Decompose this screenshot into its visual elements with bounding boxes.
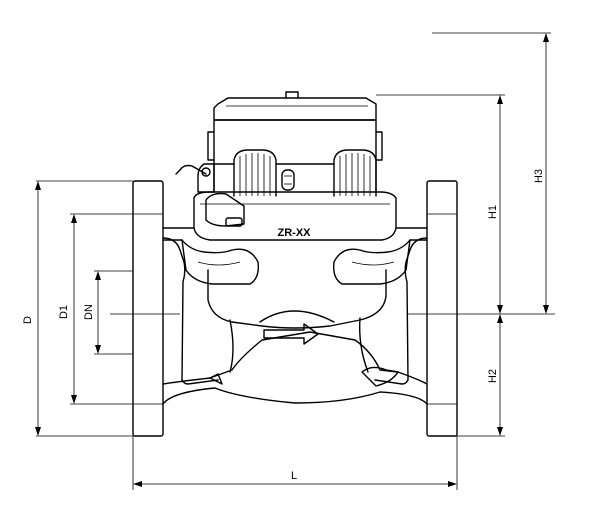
dimension-dn: DN — [83, 270, 133, 355]
dimension-dn-label: DN — [83, 304, 95, 320]
dimension-d1-label: D1 — [58, 305, 70, 319]
left-flange — [132, 180, 164, 437]
dimension-h3: H3 — [432, 32, 551, 314]
dimension-h2: H2 — [457, 314, 505, 437]
right-flange — [426, 180, 458, 437]
model-label: ZR-XX — [278, 227, 312, 239]
dimension-h3-label: H3 — [533, 169, 545, 183]
dimension-l: L — [132, 436, 458, 490]
dimension-d: D — [22, 180, 133, 437]
dimension-d1: D1 — [58, 213, 133, 405]
dimension-d-label: D — [22, 316, 34, 324]
dimension-h2-label: H2 — [487, 369, 499, 383]
pipe-body — [162, 237, 428, 405]
register-head: ZR-XX — [162, 91, 428, 241]
dimension-l-label: L — [291, 470, 297, 482]
flow-direction-arrow — [263, 323, 319, 345]
dimension-h1: H1 — [376, 94, 505, 314]
dimension-h1-label: H1 — [487, 205, 499, 219]
